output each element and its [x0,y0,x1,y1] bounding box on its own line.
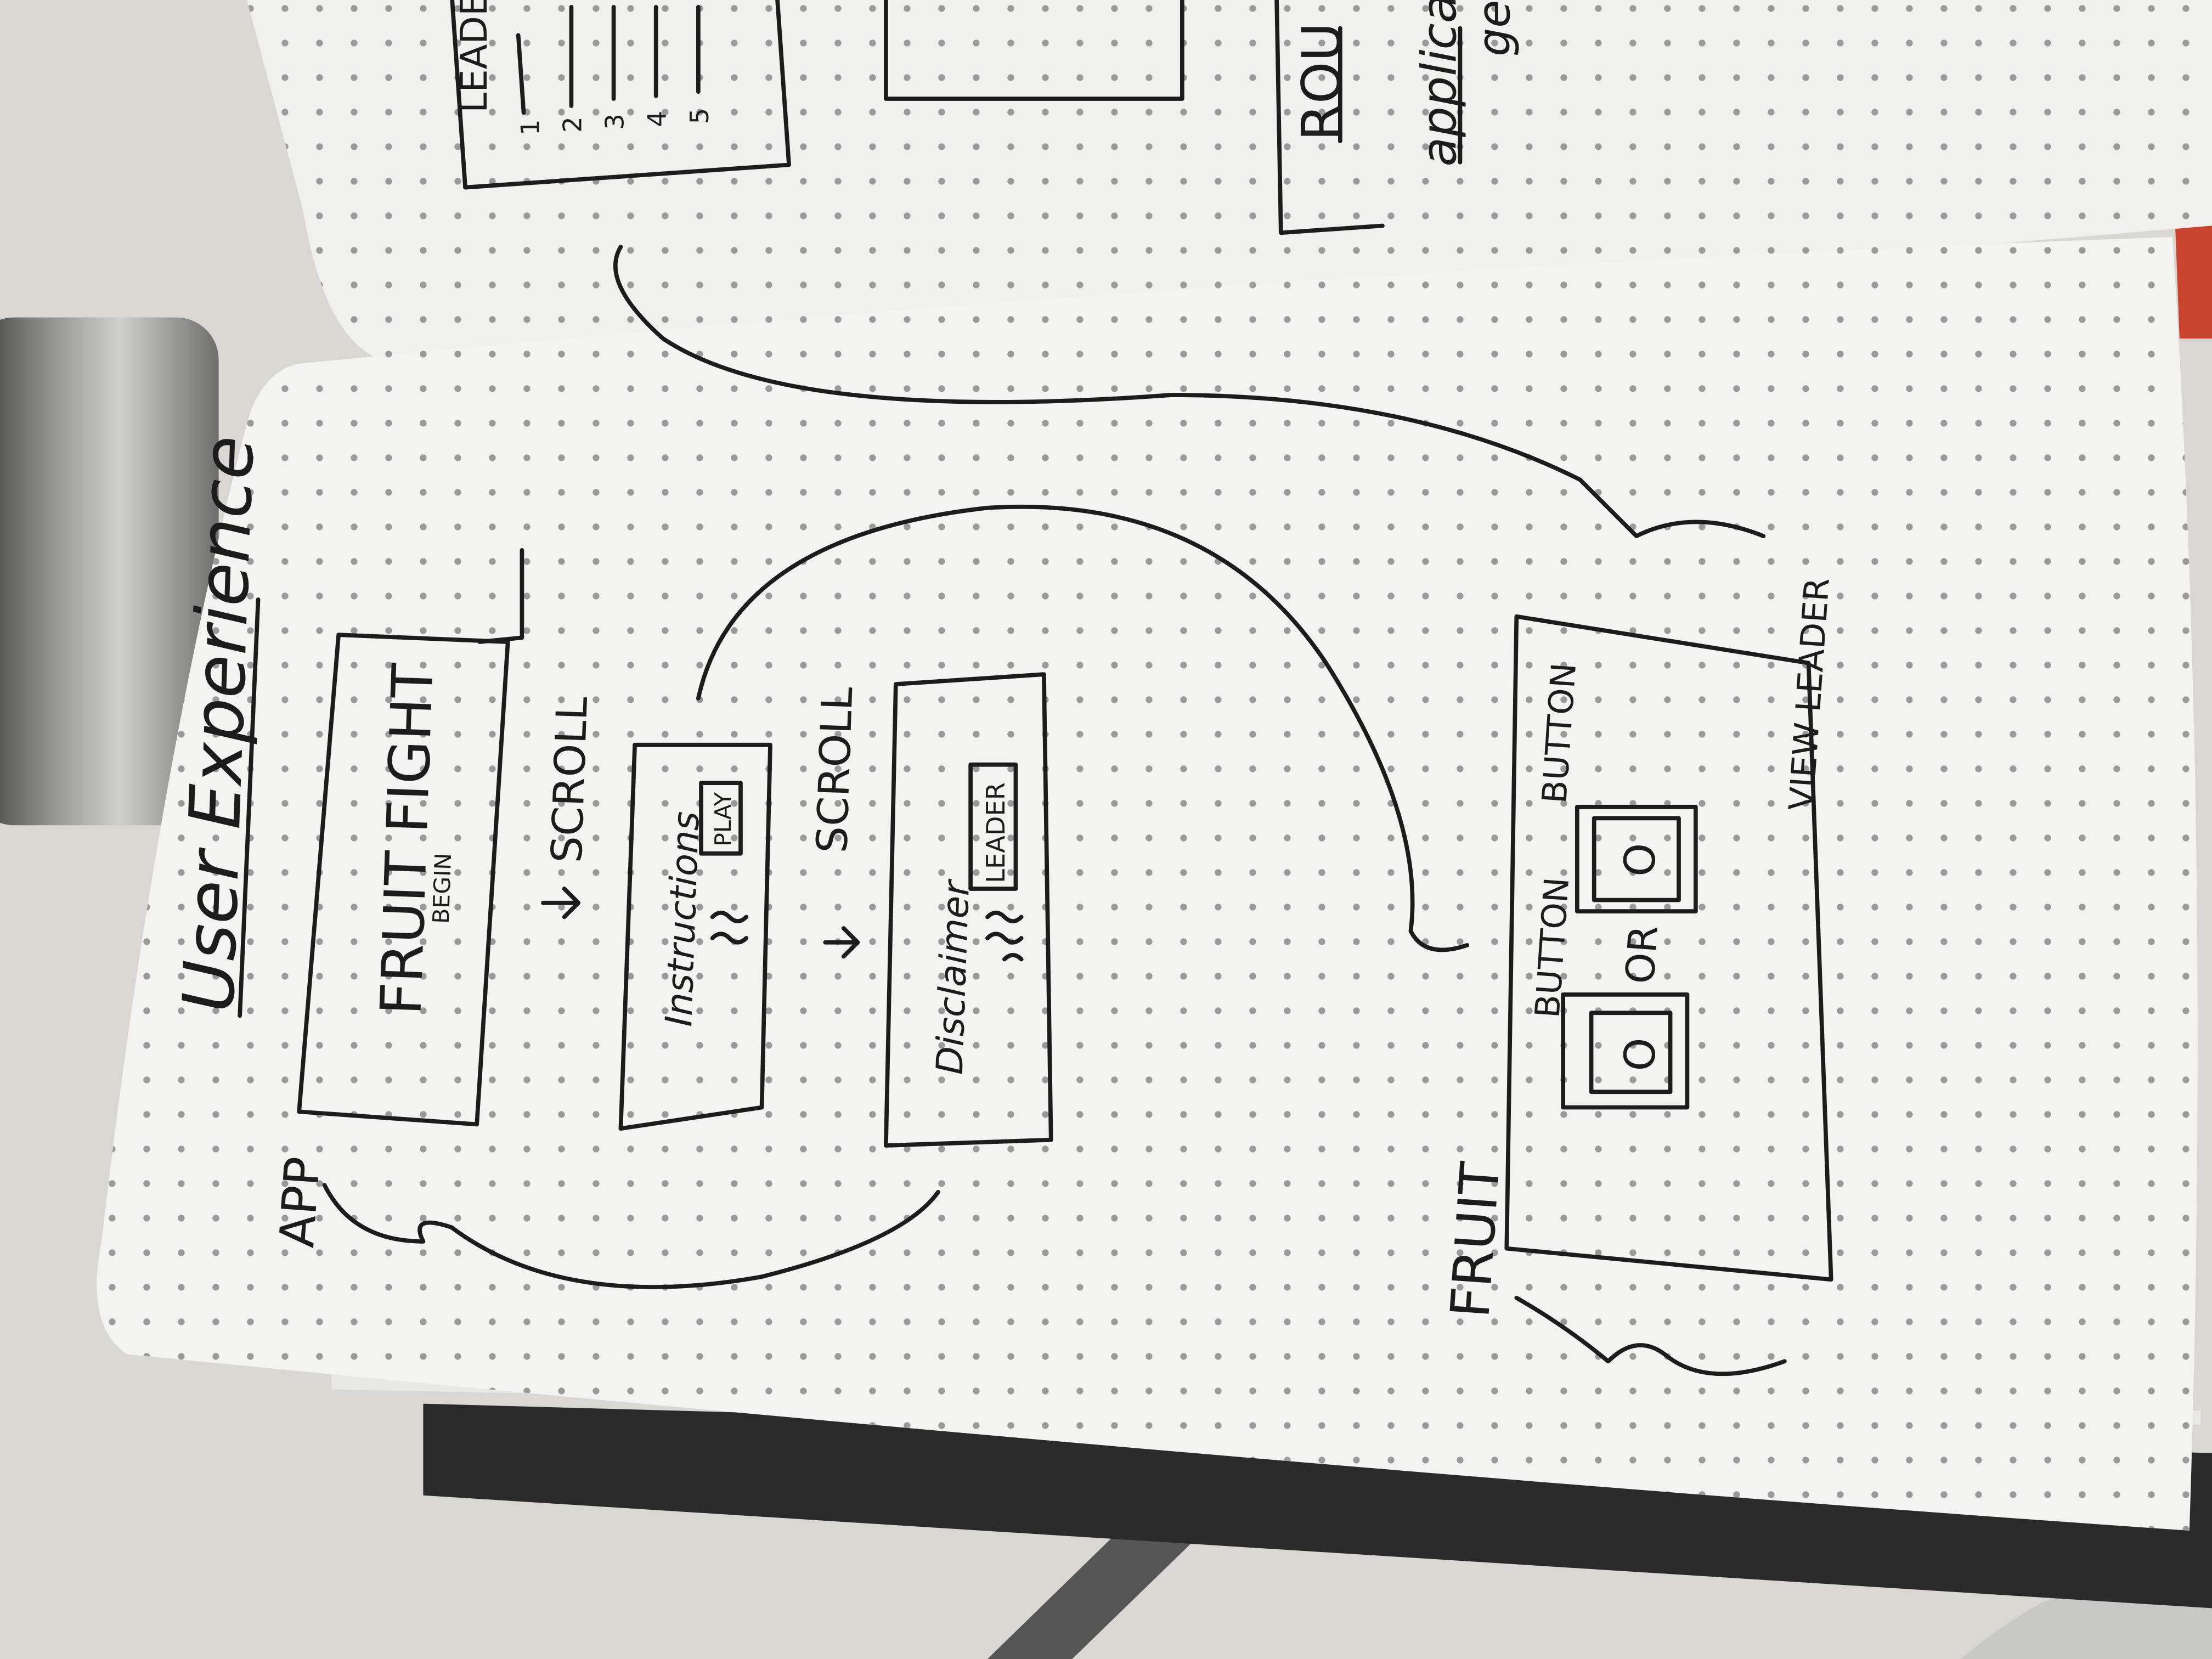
partial-text: ge [1468,0,1520,57]
disclaimer-screen-box [884,672,1053,1148]
flow-curve-route [613,245,1766,539]
title-screen-title: FRUIT FIGHT [369,662,446,1016]
heading-underline [238,597,261,1018]
right-button-inner [1592,816,1681,902]
facing-page-text: LEADE 1 2 3 4 5 ROU applicat ge [453,0,1520,166]
play-button-label: PLAY [710,792,736,847]
rank-number: 3 [600,114,630,129]
left-button-inner [1589,1011,1673,1094]
begin-button-label: BEGIN [428,853,456,924]
rank-number: 1 [515,119,545,135]
right-button-outer [1575,805,1698,914]
applicat-text: applicat [1412,0,1468,166]
play-button-sketch [699,781,743,856]
app-label: APP [269,1155,331,1249]
right-button-caption: BUTTON [1534,662,1584,805]
disclaimer-label: Disclaimer [928,878,978,1075]
leaderboard-sketch [449,0,791,190]
leader-button-label: LEADER [981,782,1011,883]
rank-number: 2 [557,116,587,132]
metal-mug [0,317,219,826]
leaderboard-title: LEADE [453,0,495,113]
rank-number: 5 [685,108,714,124]
left-button-glyph: O [1615,1036,1666,1073]
rank-number: 4 [642,111,672,127]
flow-curve-fruit [1514,1295,1787,1376]
route-box [1274,0,1385,235]
title-screen-box [297,633,510,1127]
flow-curve-disclaimer [696,504,1470,952]
flow-curve-app [322,1183,940,1289]
leader-button-sketch [968,762,1018,891]
sketch-text: User Experience APP FRUIT FIGHT BEGIN SC… [168,435,1837,1320]
right-button-glyph: O [1615,842,1666,878]
game-screen-box [1504,614,1833,1282]
route-label: ROU [1291,22,1353,141]
fruit-label: FRUIT [1439,1160,1513,1320]
instructions-label: Instructions [657,810,708,1027]
left-button-outer [1561,992,1690,1110]
facing-page-box [884,0,1184,101]
scroll-label-2: SCROLL [808,686,863,854]
or-label: OR [1617,924,1667,985]
instructions-screen-box [618,742,772,1131]
title-screen-stub [477,548,524,644]
scroll-arrow-1 [541,887,581,919]
scroll-label-1: SCROLL [542,696,597,864]
page-heading: User Experience [168,435,270,1013]
scroll-arrow-2 [823,926,860,959]
left-button-caption: BUTTON [1528,876,1577,1019]
